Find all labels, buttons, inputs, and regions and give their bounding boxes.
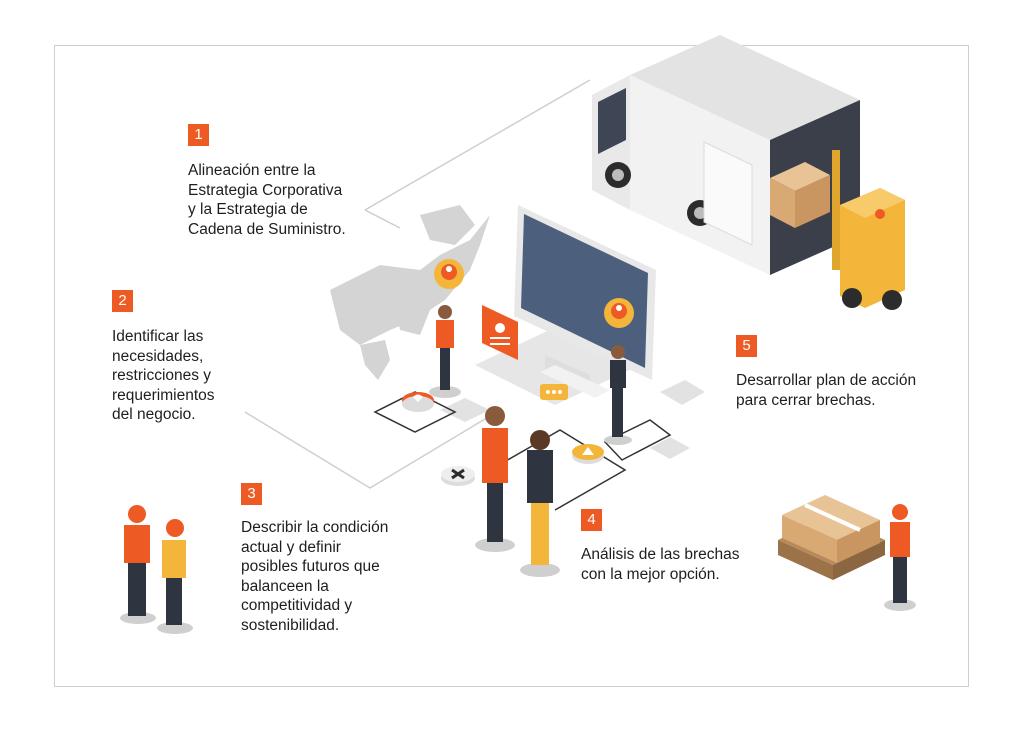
connector-line-top xyxy=(364,79,591,211)
connector-line-left xyxy=(244,409,501,489)
monitor xyxy=(514,205,656,398)
step-1-number: 1 xyxy=(188,124,209,146)
step-2-number: 2 xyxy=(112,290,133,312)
person-man-orange xyxy=(475,406,515,552)
flow-line-1 xyxy=(373,391,457,433)
diagram-frame xyxy=(54,45,969,687)
workers-left xyxy=(120,505,193,634)
truck xyxy=(592,35,860,275)
forklift xyxy=(832,150,905,310)
map-pin-icon xyxy=(434,259,464,289)
close-icon xyxy=(441,466,475,486)
triangle-icon xyxy=(572,444,604,464)
chat-icon xyxy=(482,305,518,360)
floor-tile-2 xyxy=(660,380,705,405)
speech-bubble-icon xyxy=(540,384,568,400)
step-2-text: Identificar las necesidades, restriccion… xyxy=(112,328,215,423)
flow-line-3 xyxy=(603,419,672,461)
person-man-yellow xyxy=(520,430,560,577)
step-4-text: Análisis de las brechas con la mejor opc… xyxy=(581,546,740,583)
floor-tile-3 xyxy=(650,437,690,459)
person-woman-left xyxy=(429,305,461,398)
step-3-text: Describir la condición actual y definir … xyxy=(241,519,389,634)
person-woman-right xyxy=(604,345,632,445)
pallet-boxes xyxy=(778,495,885,580)
floor-tile-1 xyxy=(440,398,490,422)
step-3-number: 3 xyxy=(241,483,262,505)
step-4-number: 4 xyxy=(581,509,602,531)
heart-icon xyxy=(402,392,434,412)
user-icon xyxy=(604,298,634,328)
step-5-text: Desarrollar plan de acción para cerrar b… xyxy=(736,372,917,409)
worker-right xyxy=(884,504,916,611)
boxes-in-truck xyxy=(770,162,830,228)
connector-line-mid xyxy=(364,209,401,229)
step-5-number: 5 xyxy=(736,335,757,357)
world-map xyxy=(330,205,490,380)
step-1-text: Alineación entre la Estrategia Corporati… xyxy=(188,162,346,238)
